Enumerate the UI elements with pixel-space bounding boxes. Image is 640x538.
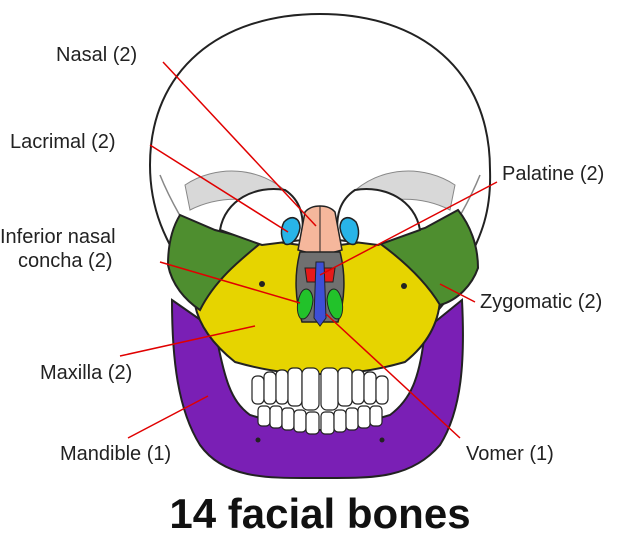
- zygomatic-left: [166, 213, 265, 312]
- vomer-bone: [313, 261, 327, 327]
- leader-maxilla: [119, 325, 256, 357]
- label-nasal: Nasal (2): [56, 44, 138, 66]
- leader-zygomatic: [439, 283, 476, 303]
- leader-lacrimal: [149, 144, 289, 233]
- label-lacrimal: Lacrimal (2): [10, 131, 116, 153]
- leader-inferior-nasal-concha: [159, 261, 301, 304]
- lower-teeth: [257, 405, 383, 435]
- leader-nasal: [162, 61, 317, 227]
- label-vomer: Vomer (1): [466, 443, 554, 465]
- leader-vomer: [325, 313, 461, 439]
- leader-lines: [119, 61, 498, 439]
- upper-teeth: [251, 367, 389, 411]
- mandible-bone: [170, 297, 464, 480]
- lacrimal-left: [280, 217, 301, 246]
- inferior-nasal-concha-right: [326, 288, 344, 320]
- mental-foramen-right: [379, 437, 385, 443]
- label-maxilla: Maxilla (2): [40, 362, 133, 384]
- leader-mandible: [127, 395, 209, 439]
- lacrimal-right: [339, 217, 360, 246]
- label-palatine: Palatine (2): [502, 163, 605, 185]
- leader-palatine: [319, 181, 498, 276]
- diagram-title: 14 facial bones: [169, 490, 471, 537]
- foramen-right: [401, 283, 407, 289]
- label-inferior-nasal-concha-line2: concha (2): [18, 250, 113, 272]
- inferior-nasal-concha-left: [296, 288, 314, 320]
- mental-foramen-left: [255, 437, 261, 443]
- foramen-left: [259, 281, 265, 287]
- label-mandible: Mandible (1): [60, 443, 172, 465]
- label-zygomatic: Zygomatic (2): [480, 291, 603, 313]
- label-inferior-nasal-concha-line1: Inferior nasal: [0, 226, 116, 248]
- zygomatic-right: [375, 208, 480, 307]
